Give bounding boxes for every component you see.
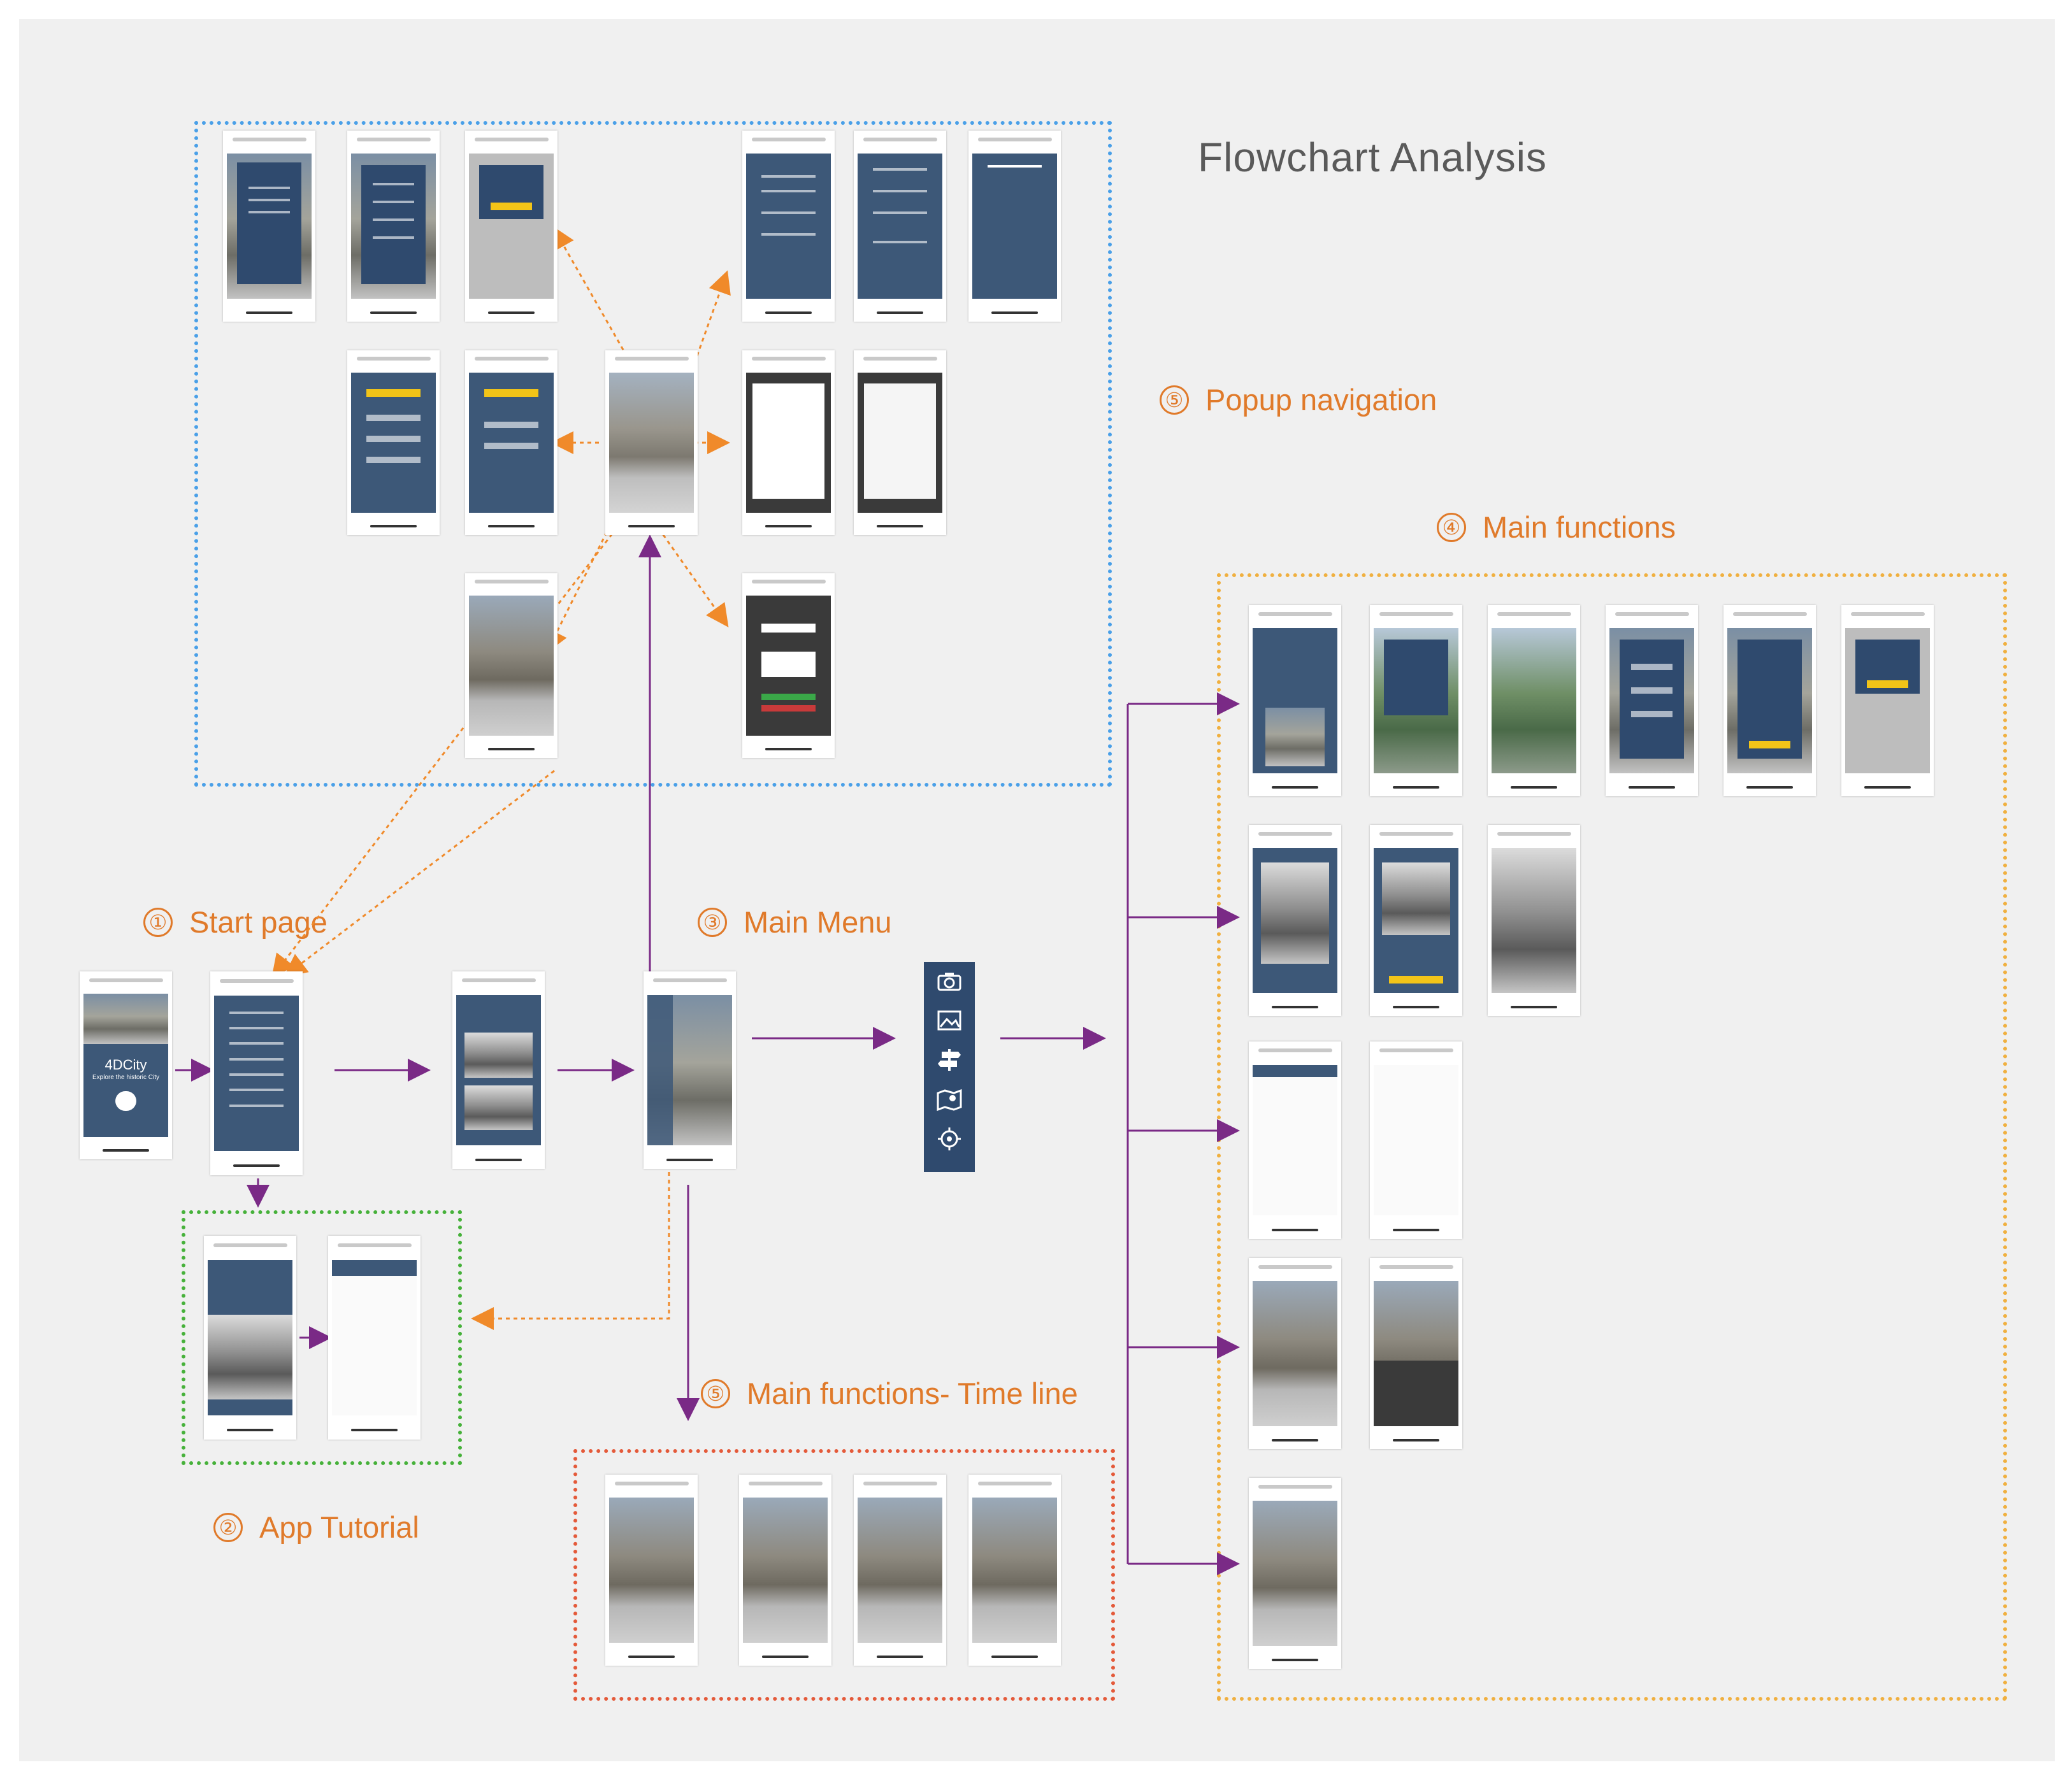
phone-choose-city	[452, 971, 545, 1169]
timeline-group	[573, 1449, 1115, 1701]
label-text: Main Menu	[744, 905, 892, 939]
label-text: Main functions- Time line	[747, 1377, 1078, 1410]
phone-function-overlay	[1488, 825, 1580, 1016]
step-number: ①	[143, 907, 173, 937]
phone-login	[465, 350, 558, 535]
map-icon[interactable]	[924, 1080, 975, 1119]
step-number: ③	[698, 907, 727, 937]
page-title: Flowchart Analysis	[1198, 134, 1547, 180]
label-text: App Tutorial	[259, 1510, 419, 1544]
step-number: ⑤	[701, 1378, 730, 1408]
photo-icon[interactable]	[924, 1001, 975, 1040]
start-app-name: 4DCity	[104, 1057, 147, 1073]
phone-register	[347, 350, 440, 535]
phone-function-photo-detail	[1370, 825, 1462, 1016]
phone-partners	[968, 131, 1061, 322]
phone-start-page: 4DCity Explore the historic City	[80, 971, 172, 1159]
camera-icon[interactable]	[924, 962, 975, 1000]
label-app-tutorial: ② App Tutorial	[213, 1510, 419, 1545]
phone-function-thank-you	[1841, 605, 1934, 796]
popup-arrow-upload	[552, 225, 632, 364]
flow-arrows	[175, 225, 1240, 1575]
label-text: Main functions	[1483, 510, 1676, 544]
flowchart-canvas: Flowchart Analysis ① Start page ② App Tu…	[19, 19, 2055, 1761]
phone-thank-you	[465, 131, 558, 322]
phone-upload-photo	[223, 131, 315, 322]
phone-main-menu	[644, 971, 736, 1169]
phone-impressum-2	[854, 131, 946, 322]
phone-tutorial-timeline	[328, 1236, 421, 1440]
phone-timeline-4	[968, 1475, 1061, 1666]
phone-function-map-info	[1370, 1258, 1462, 1449]
menu-to-tutorial-back	[471, 1172, 670, 1330]
phone-upload-form	[347, 131, 440, 322]
label-main-menu: ③ Main Menu	[698, 905, 892, 940]
phone-timeline-3	[854, 1475, 946, 1666]
label-popup-navigation: ⑤ Popup navigation	[1160, 382, 1437, 417]
phone-help	[742, 350, 835, 535]
step-number: ⑤	[1160, 385, 1189, 415]
phone-report-bug	[742, 573, 835, 758]
popup-arrow-start	[284, 769, 555, 977]
popup-arrow-bug	[649, 515, 729, 627]
start-tagline: Explore the historic City	[92, 1073, 160, 1081]
phone-ar-view	[465, 573, 558, 758]
step-number: ②	[213, 1512, 243, 1542]
phone-timeline-2	[739, 1475, 831, 1666]
label-main-functions: ④ Main functions	[1437, 510, 1676, 545]
phone-function-tour	[1249, 1041, 1341, 1239]
phone-popup-menu	[605, 350, 698, 535]
main-menu-icon-strip	[924, 962, 975, 1172]
phone-function-camera-view	[1488, 605, 1580, 796]
phone-function-location	[1249, 1478, 1341, 1669]
step-number: ④	[1437, 512, 1466, 542]
popup-navigation-group	[194, 121, 1112, 787]
phone-function-gallery	[1249, 825, 1341, 1016]
phone-function-consent	[1723, 605, 1816, 796]
signpost-icon[interactable]	[924, 1041, 975, 1079]
location-icon[interactable]	[924, 1120, 975, 1158]
phone-function-map-ar	[1249, 1258, 1341, 1449]
app-tutorial-group	[182, 1210, 462, 1465]
phone-project-info	[210, 971, 303, 1175]
label-text: Popup navigation	[1205, 383, 1437, 417]
popup-arrow-start2	[271, 509, 632, 978]
phone-function-camera	[1249, 605, 1341, 796]
touch-icon[interactable]	[115, 1091, 136, 1112]
label-start-page: ① Start page	[143, 905, 327, 940]
phone-tutorial-navigation	[204, 1236, 296, 1440]
phone-about	[854, 350, 946, 535]
phone-timeline-1	[605, 1475, 698, 1666]
phone-function-form	[1606, 605, 1698, 796]
label-text: Start page	[189, 905, 327, 939]
label-time-line: ⑤ Main functions- Time line	[701, 1376, 1078, 1411]
phone-impressum	[742, 131, 835, 322]
phone-function-submit	[1370, 605, 1462, 796]
phone-function-tour-detail	[1370, 1041, 1462, 1239]
popup-arrow-impressum	[693, 270, 731, 364]
